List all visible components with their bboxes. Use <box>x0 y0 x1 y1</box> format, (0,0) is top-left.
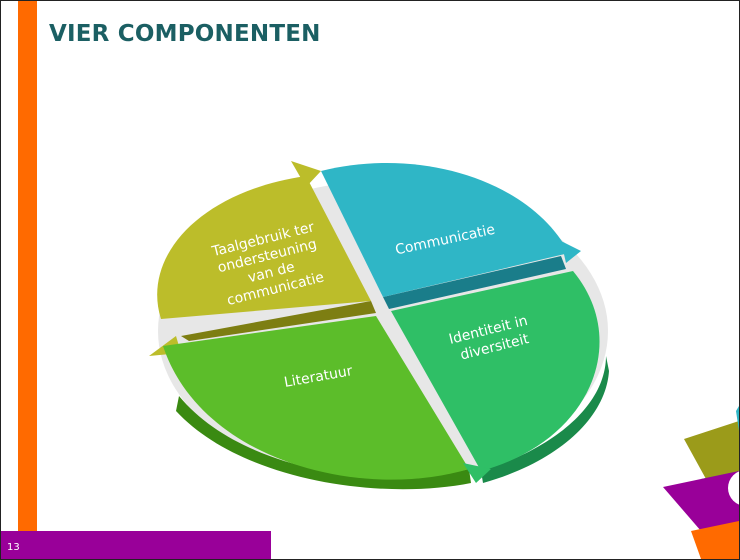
cycle-diagram: Taalgebruik ter ondersteuning van de com… <box>149 161 609 490</box>
segment-identiteit <box>391 271 609 483</box>
slide-title: VIER COMPONENTEN <box>49 21 321 47</box>
segment-communicatie <box>321 162 581 309</box>
footer-bar <box>1 531 271 559</box>
segment-literatuur <box>163 316 471 490</box>
slide-number: 13 <box>7 542 20 553</box>
left-accent-bar <box>18 1 37 531</box>
segment-taalgebruik <box>149 161 376 356</box>
